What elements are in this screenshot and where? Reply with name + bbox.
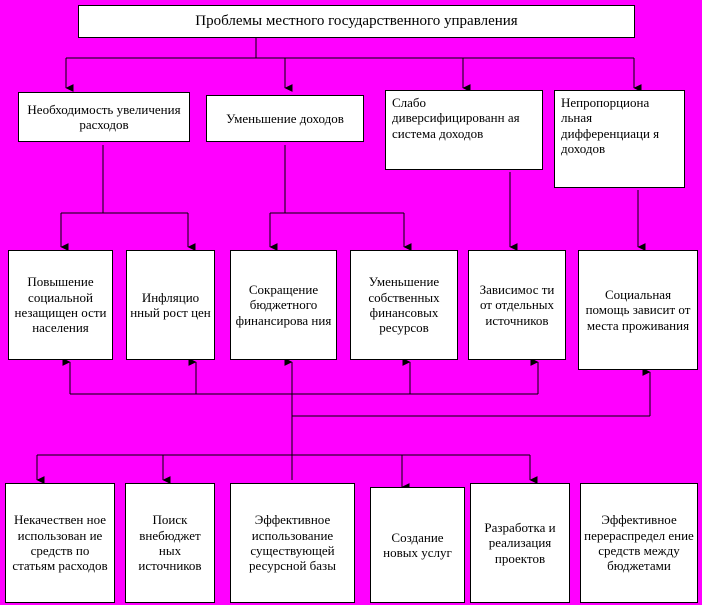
node-row4-3-label: Эффективное использование существующей р…: [249, 512, 336, 574]
node-row2-3[interactable]: Слабо диверсифицированн ая система доход…: [385, 90, 543, 170]
node-row4-1-label: Некачествен ное использован ие средств п…: [12, 512, 108, 574]
node-row4-4-label: Создание новых услуг: [383, 529, 452, 560]
node-row4-6[interactable]: Эффективное перераспредел ение средств м…: [580, 483, 698, 603]
node-row3-1[interactable]: Повышение социальной незащищен ости насе…: [8, 250, 113, 360]
node-row3-4-label: Уменьшение собственных финансовых ресурс…: [368, 274, 440, 336]
node-row4-6-label: Эффективное перераспредел ение средств м…: [584, 512, 694, 574]
node-row2-2-label: Уменьшение доходов: [226, 110, 344, 126]
node-row2-1[interactable]: Необходимость увеличения расходов: [18, 92, 190, 142]
node-row2-4[interactable]: Непропорциона льная дифференциаци я дохо…: [554, 90, 685, 188]
node-row3-2-label: Инфляцио нный рост цен: [130, 289, 211, 320]
node-row4-5-label: Разработка и реализация проектов: [484, 520, 556, 566]
node-row4-1[interactable]: Некачествен ное использован ие средств п…: [5, 483, 115, 603]
node-row4-5[interactable]: Разработка и реализация проектов: [470, 483, 570, 603]
node-row3-2[interactable]: Инфляцио нный рост цен: [126, 250, 215, 360]
node-title[interactable]: Проблемы местного государственного управ…: [78, 5, 635, 38]
node-row2-4-label: Непропорциона льная дифференциаци я дохо…: [561, 95, 660, 156]
node-row4-4[interactable]: Создание новых услуг: [370, 487, 465, 603]
node-row3-5-label: Зависимос ти от отдельных источников: [479, 282, 555, 328]
node-row3-3-label: Сокращение бюджетного финансирова ния: [235, 282, 332, 328]
node-row4-2[interactable]: Поиск внебюджет ных источников: [125, 483, 215, 603]
node-row3-3[interactable]: Сокращение бюджетного финансирова ния: [230, 250, 337, 360]
node-row2-2[interactable]: Уменьшение доходов: [206, 95, 364, 142]
node-row2-1-label: Необходимость увеличения расходов: [27, 101, 181, 132]
node-row3-5[interactable]: Зависимос ти от отдельных источников: [468, 250, 566, 360]
node-row2-3-label: Слабо диверсифицированн ая система доход…: [392, 95, 520, 141]
node-row4-2-label: Поиск внебюджет ных источников: [138, 512, 202, 574]
node-row3-6[interactable]: Социальная помощь зависит от места прожи…: [578, 250, 698, 370]
node-row4-3[interactable]: Эффективное использование существующей р…: [230, 483, 355, 603]
node-row3-4[interactable]: Уменьшение собственных финансовых ресурс…: [350, 250, 458, 360]
node-title-label: Проблемы местного государственного управ…: [195, 12, 518, 29]
node-row3-1-label: Повышение социальной незащищен ости насе…: [14, 274, 107, 336]
node-row3-6-label: Социальная помощь зависит от места прожи…: [585, 287, 691, 333]
